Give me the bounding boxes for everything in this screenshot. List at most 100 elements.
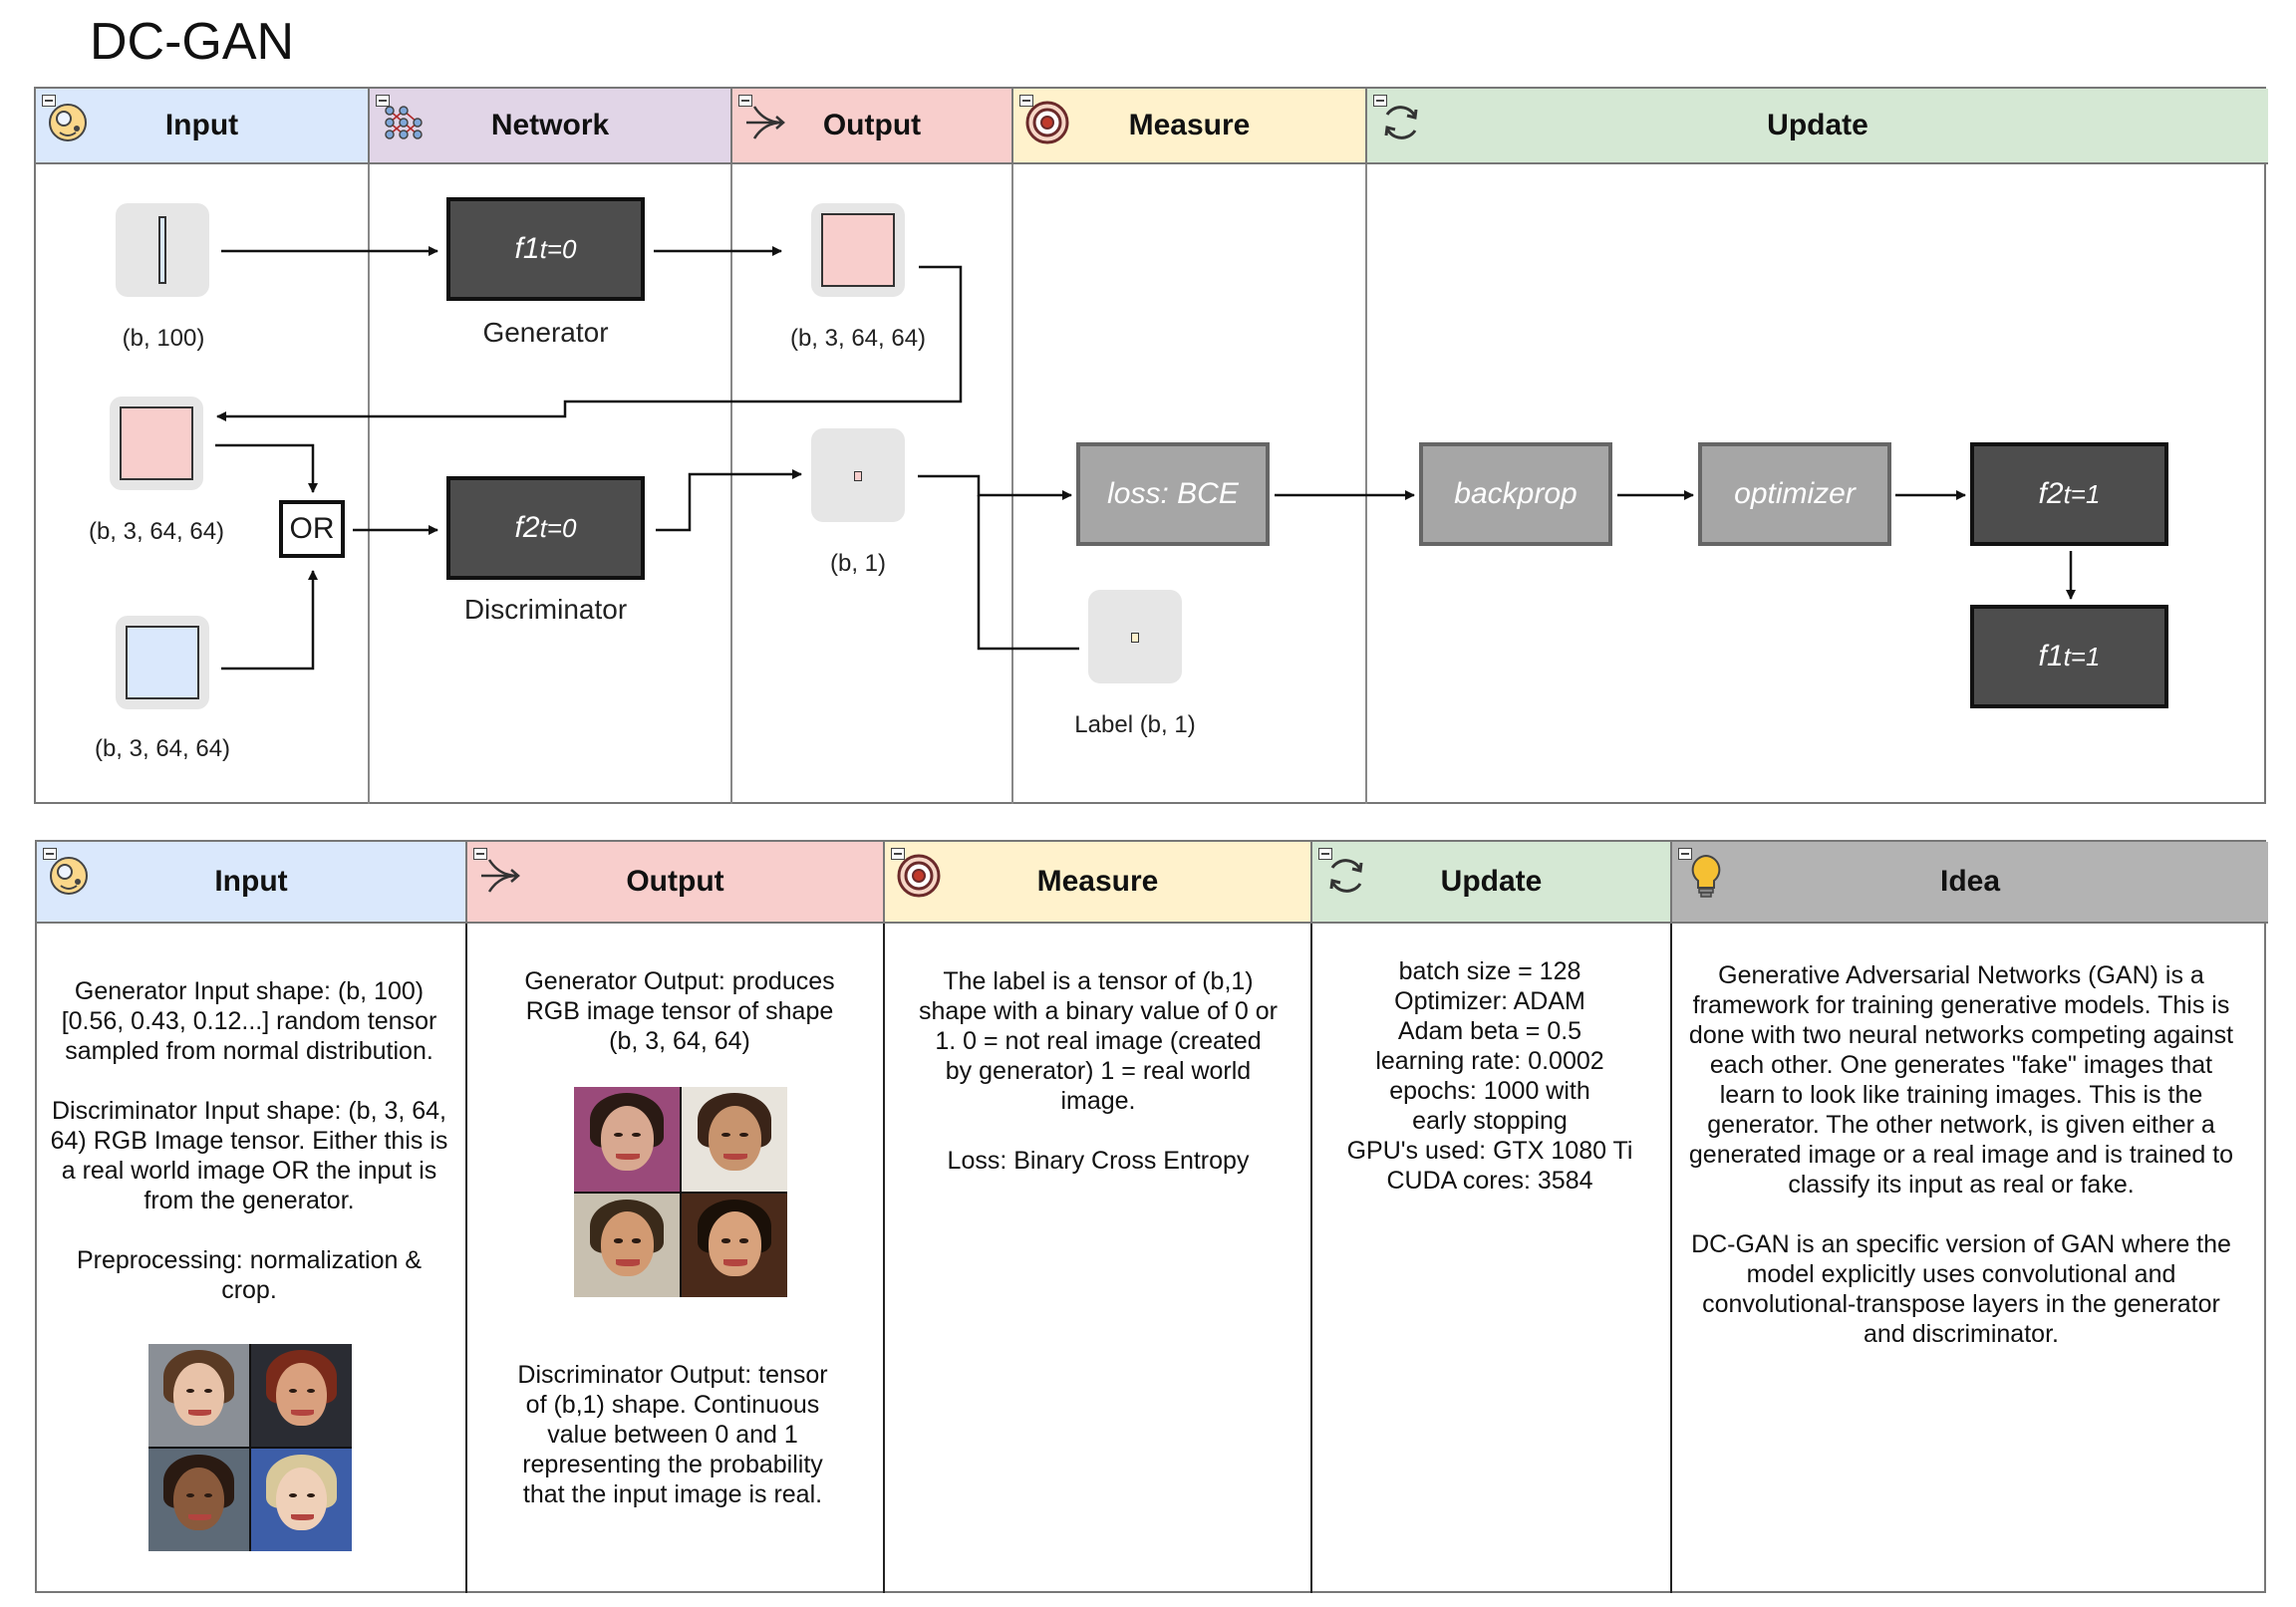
measure-desc-loss: Loss: Binary Cross Entropy	[947, 1147, 1250, 1175]
bottom-header-idea-label: Idea	[1939, 865, 2001, 898]
input-desc-generator: Generator Input shape: (b, 100) [0.56, 0…	[61, 977, 437, 1065]
update-line: batch size = 128	[1398, 957, 1581, 985]
bottom-header-output: Output	[467, 842, 885, 924]
measure-desc-label: The label is a tensor of (b,1) shape wit…	[919, 967, 1278, 1115]
f2-next-base: f2	[2038, 477, 2064, 510]
discriminator-label: Discriminator	[463, 594, 628, 625]
header-update: Update	[1367, 89, 2268, 164]
output-discriminator-description: Discriminator Output: tensor of (b,1) sh…	[517, 1361, 828, 1508]
collapse-icon[interactable]	[891, 848, 905, 860]
collapse-icon[interactable]	[473, 848, 487, 860]
header-update-label: Update	[1767, 109, 1868, 141]
update-line: learning rate: 0.0002	[1375, 1047, 1604, 1075]
collapse-icon[interactable]	[43, 848, 57, 860]
optimizer-box[interactable]: optimizer	[1698, 442, 1891, 546]
update-line: GPU's used: GTX 1080 Ti	[1346, 1137, 1633, 1165]
bottom-header-output-label: Output	[626, 865, 724, 898]
collapse-icon[interactable]	[376, 95, 390, 107]
header-input: Input	[36, 89, 370, 164]
header-measure: Measure	[1013, 89, 1367, 164]
target-icon	[897, 854, 941, 898]
arrow-split-icon	[481, 859, 520, 893]
fake-image-shape: (b, 3, 64, 64)	[88, 518, 225, 545]
optimizer-box-label: optimizer	[1734, 477, 1856, 510]
measure-description: The label is a tensor of (b,1) shape wit…	[919, 966, 1278, 1176]
generated-faces-image	[574, 1087, 787, 1297]
loss-box-label: loss: BCE	[1107, 477, 1239, 510]
network-graph-icon	[385, 106, 423, 139]
collapse-icon[interactable]	[1318, 848, 1332, 860]
header-output: Output	[732, 89, 1013, 164]
f2-next-sub: t=1	[2063, 478, 2101, 509]
real-image-tile	[116, 616, 209, 709]
update-line: early stopping	[1412, 1107, 1568, 1135]
label-shape: Label (b, 1)	[1074, 711, 1196, 738]
bottom-header-measure: Measure	[885, 842, 1312, 924]
bottom-header-update: Update	[1312, 842, 1672, 924]
real-image-shape: (b, 3, 64, 64)	[94, 735, 231, 762]
bottom-header-idea: Idea	[1672, 842, 2268, 924]
lightbulb-icon	[1691, 854, 1721, 898]
discriminator-box-base: f2	[514, 511, 540, 544]
fake-image-tile	[110, 397, 203, 490]
bottom-header-input-label: Input	[214, 865, 288, 898]
noise-shape-label: (b, 100)	[122, 325, 205, 352]
refresh-icon	[1384, 106, 1418, 139]
header-network: Network	[370, 89, 732, 164]
header-input-label: Input	[164, 109, 239, 141]
idea-description: Generative Adversarial Networks (GAN) is…	[1686, 960, 2236, 1349]
f1-next-sub: t=1	[2063, 641, 2101, 671]
header-output-label: Output	[822, 109, 922, 141]
collapse-icon[interactable]	[42, 95, 56, 107]
label-tile	[1088, 590, 1182, 683]
collapse-icon[interactable]	[1373, 95, 1387, 107]
output-generator-description: Generator Output: produces RGB image ten…	[524, 967, 835, 1055]
header-measure-label: Measure	[1128, 109, 1251, 141]
discriminator-output-shape: (b, 1)	[829, 550, 886, 577]
backprop-box-label: backprop	[1454, 477, 1578, 510]
generator-box-base: f1	[514, 232, 540, 265]
input-desc-preprocessing: Preprocessing: normalization & crop.	[77, 1246, 422, 1304]
idea-desc-dcgan: DC-GAN is an specific version of GAN whe…	[1691, 1230, 2231, 1348]
or-label: OR	[289, 512, 335, 545]
generator-output-tile	[811, 203, 905, 297]
collapse-icon[interactable]	[1678, 848, 1692, 860]
update-line: Adam beta = 0.5	[1397, 1017, 1582, 1045]
bottom-header-input: Input	[37, 842, 467, 924]
update-line: CUDA cores: 3584	[1386, 1167, 1593, 1195]
generator-output-shape: (b, 3, 64, 64)	[789, 325, 927, 352]
idea-desc-gan: Generative Adversarial Networks (GAN) is…	[1688, 961, 2234, 1199]
backprop-box[interactable]: backprop	[1419, 442, 1612, 546]
collapse-icon[interactable]	[738, 95, 752, 107]
or-selector: OR	[279, 500, 345, 558]
face-magnifier-icon	[50, 857, 88, 895]
top-diagram: Input Network Output Measure Update	[34, 87, 2268, 804]
target-icon	[1025, 101, 1069, 144]
loss-box[interactable]: loss: BCE	[1076, 442, 1270, 546]
face-magnifier-icon	[49, 104, 87, 141]
bottom-header-update-label: Update	[1440, 865, 1543, 898]
header-network-label: Network	[490, 109, 610, 141]
refresh-icon	[1329, 859, 1363, 893]
generator-box-sub: t=0	[539, 233, 577, 264]
update-description: batch size = 128 Optimizer: ADAM Adam be…	[1315, 956, 1664, 1196]
noise-input-tile	[116, 203, 209, 297]
collapse-icon[interactable]	[1019, 95, 1033, 107]
arrow-split-icon	[746, 106, 785, 139]
real-faces-image	[148, 1344, 352, 1551]
discriminator-output-tile	[811, 428, 905, 522]
discriminator-box-sub: t=0	[539, 512, 577, 543]
input-desc-discriminator: Discriminator Input shape: (b, 3, 64, 64…	[50, 1097, 448, 1214]
update-line: Optimizer: ADAM	[1394, 987, 1585, 1015]
page-title: DC-GAN	[90, 13, 295, 71]
bottom-header-measure-label: Measure	[1036, 865, 1159, 898]
update-line: epochs: 1000 with	[1389, 1077, 1590, 1105]
bottom-table: Input Output Measure Update Idea	[35, 840, 2268, 1593]
generator-label: Generator	[482, 317, 609, 348]
f1-next-base: f1	[2038, 640, 2064, 672]
